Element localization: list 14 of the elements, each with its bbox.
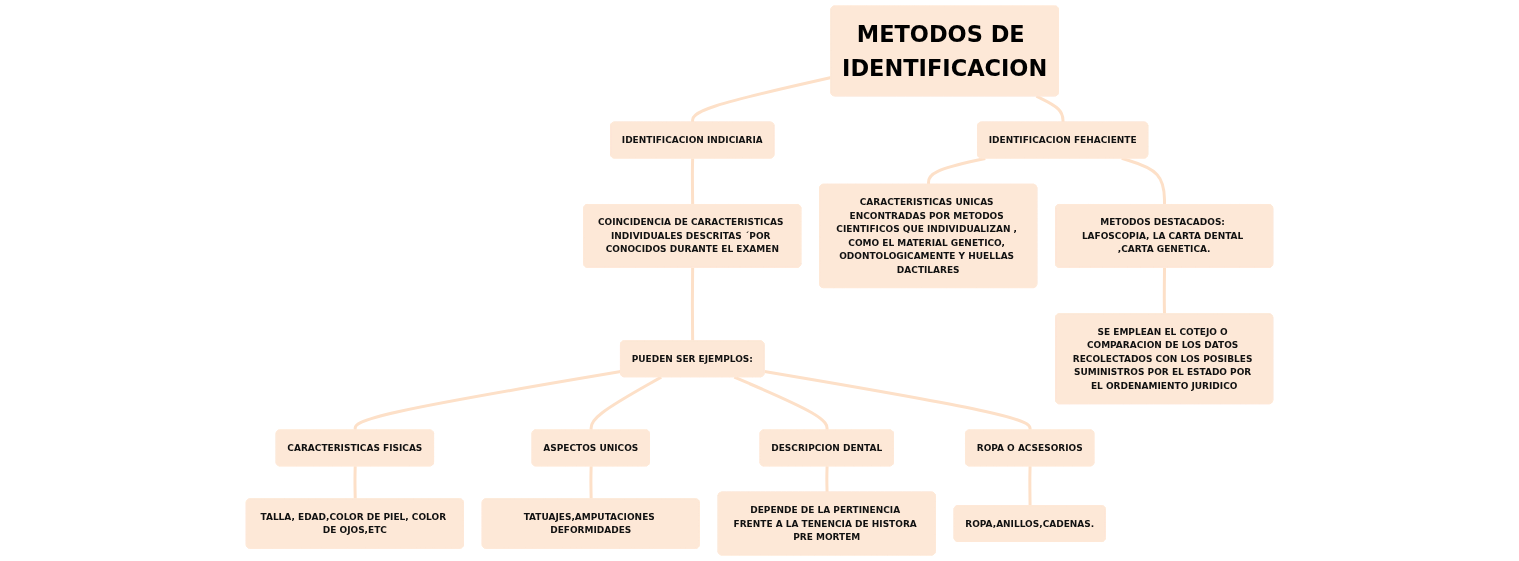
connector [589,375,662,431]
connector [691,76,832,123]
connector [690,158,695,205]
connector [589,466,593,500]
connector [1035,94,1065,123]
connector [1028,466,1032,506]
connector [1162,267,1167,315]
connector [927,156,986,185]
connector [690,267,695,342]
connector [353,466,357,500]
connector [733,375,829,431]
connector [825,466,829,493]
connector [353,370,622,431]
connector [764,370,1032,431]
